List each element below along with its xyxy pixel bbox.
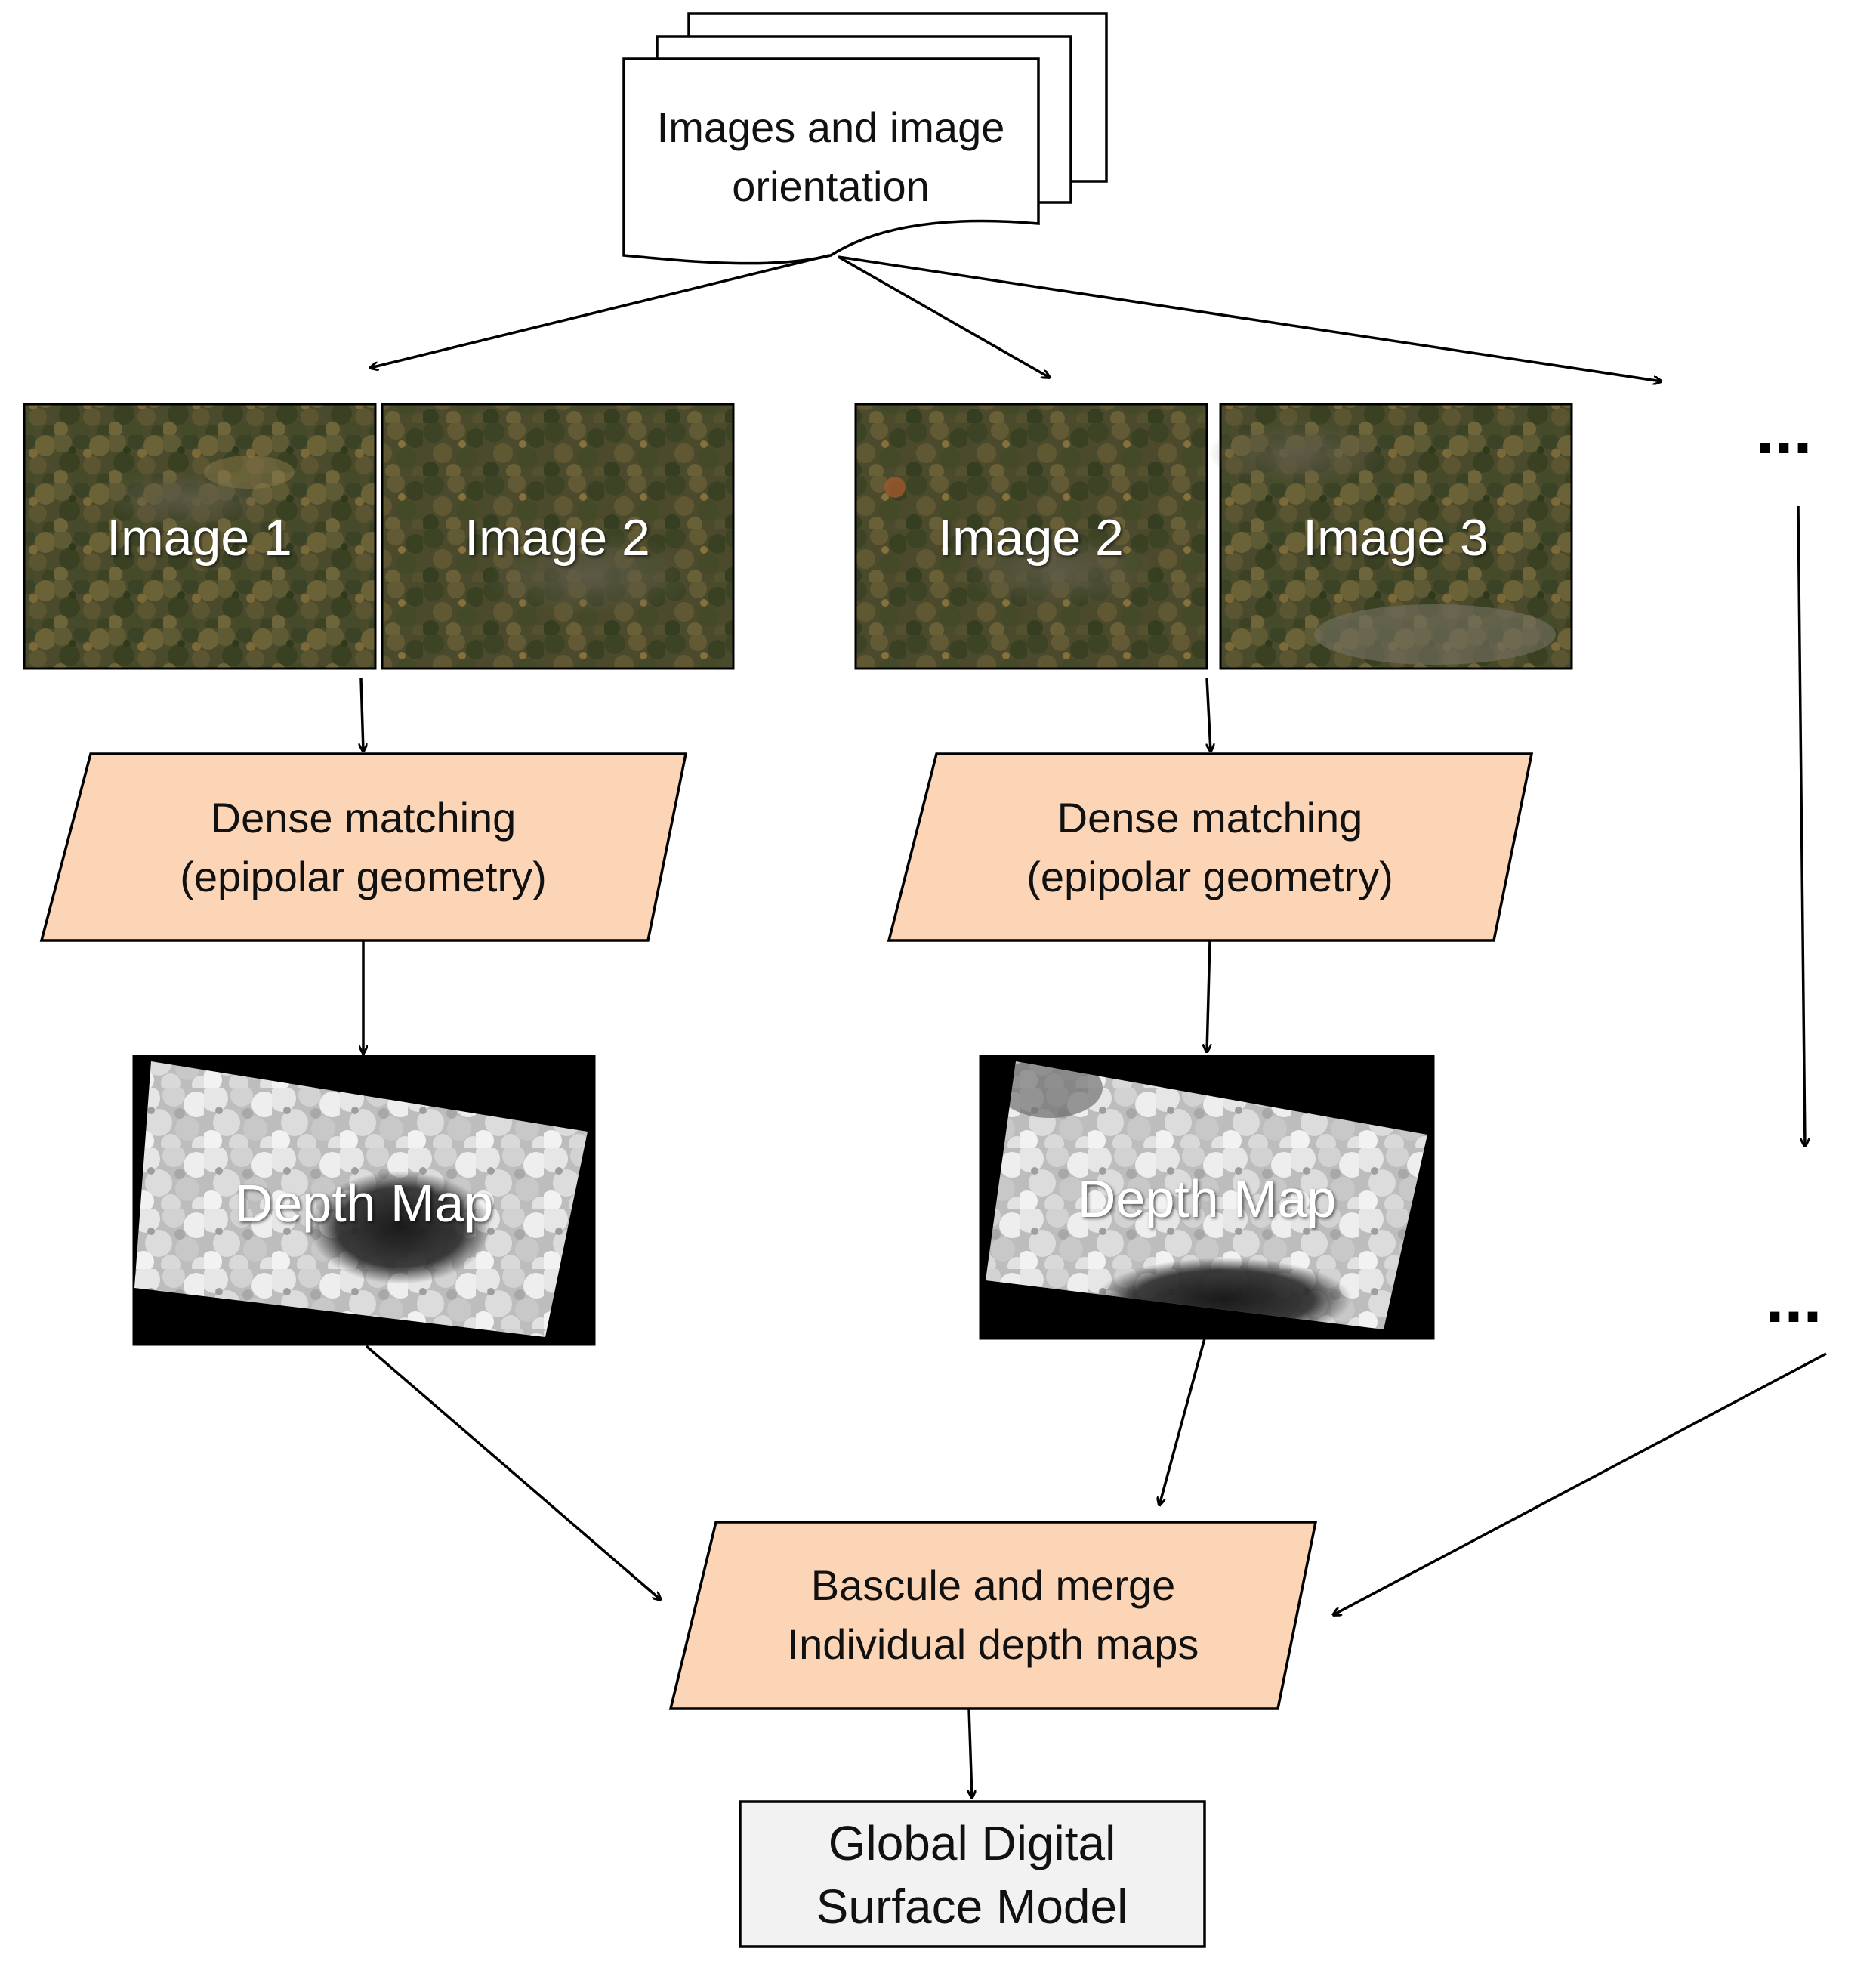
arrow-to-pair-2 [838,255,1050,378]
image-pair-1: Image 1 Image 2 [23,403,735,670]
depth-map-1: Depth Map [132,1055,596,1346]
pair2-left-photo: Image 2 [854,403,1208,670]
pair2-right-photo: Image 3 [1208,403,1573,670]
arrow-matching2-to-depth [1207,940,1210,1052]
output-line2: Surface Model [816,1879,1128,1934]
output-line1: Global Digital [828,1816,1116,1870]
matching-to-depth-arrows [363,940,1210,1054]
arrow-to-pair-1 [370,254,830,368]
image-to-matching-arrows [361,505,1805,1147]
depth-map-1-label: Depth Map [235,1174,493,1233]
depth-map-2: Depth Map [979,1055,1435,1340]
pair1-left-photo: Image 1 [23,403,377,670]
pair1-right-photo: Image 2 [381,403,735,670]
arrow-depth1-to-merge [365,1345,661,1600]
dense-matching-2: Dense matching (epipolar geometry) [887,752,1534,942]
dense-matching-1: Dense matching (epipolar geometry) [39,752,688,942]
arrow-pair2-to-matching [1205,678,1211,752]
arrow-merge-to-output [969,1708,972,1798]
pair1-right-label: Image 2 [464,509,650,567]
arrow-to-more-pairs [838,255,1662,381]
merge-line2: Individual depth maps [788,1620,1199,1668]
document-front [622,57,1040,265]
input-label-line2: orientation [732,162,930,210]
arrow-pair1-to-matching [361,678,363,752]
input-documents: Images and image orientation [622,12,1108,265]
pair2-left-label: Image 2 [938,509,1124,567]
matching2-line1: Dense matching [1057,794,1363,842]
merge-step: Bascule and merge Individual depth maps [668,1521,1318,1710]
continuation-dots-top: ... [1755,393,1812,468]
matching2-line2: (epipolar geometry) [1026,853,1393,900]
depth-to-merge-arrows [365,1338,1827,1615]
input-arrows [370,254,1662,381]
output-dsm: Global Digital Surface Model [739,1800,1206,1948]
merge-line1: Bascule and merge [811,1561,1176,1609]
matching1-line2: (epipolar geometry) [180,853,547,900]
continuation-dots-middle: ... [1765,1262,1822,1337]
arrow-more-to-merge [1333,1352,1827,1615]
pair2-right-label: Image 3 [1303,509,1489,567]
input-label-line1: Images and image [657,103,1005,151]
arrow-depth2-to-merge [1159,1338,1206,1505]
matching1-line1: Dense matching [211,794,517,842]
image-pair-2: Image 2 Image 3 [854,403,1573,670]
depth-map-2-label: Depth Map [1078,1169,1336,1228]
pair1-left-label: Image 1 [106,509,292,567]
arrow-more-pairs-down [1797,505,1805,1147]
